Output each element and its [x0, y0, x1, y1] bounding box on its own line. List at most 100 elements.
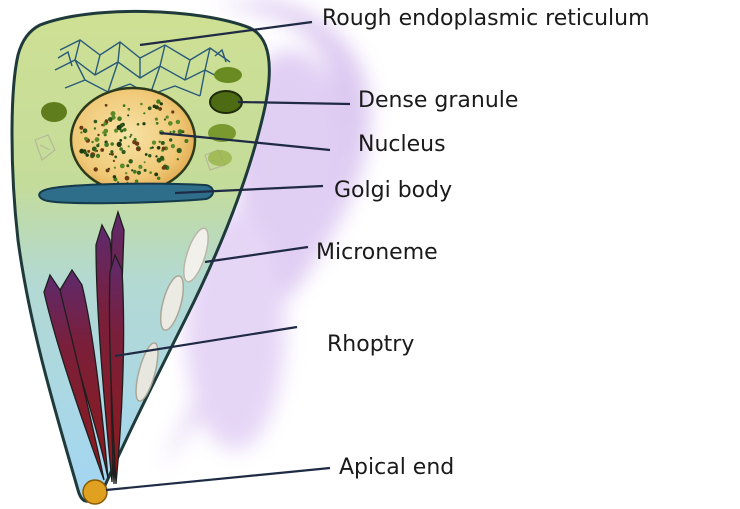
- chromatin-dot: [142, 122, 145, 125]
- chromatin-dot: [119, 147, 123, 151]
- chromatin-dot: [126, 164, 129, 167]
- chromatin-dot: [151, 146, 153, 148]
- chromatin-dot: [117, 125, 122, 130]
- chromatin-dot: [157, 177, 160, 180]
- label-microneme: Microneme: [316, 240, 438, 266]
- chromatin-dot: [106, 169, 110, 173]
- chromatin-dot: [101, 124, 103, 126]
- chromatin-dot: [166, 116, 169, 119]
- chromatin-dot: [79, 149, 84, 154]
- chromatin-dot: [127, 114, 129, 116]
- chromatin-dot: [95, 137, 100, 142]
- chromatin-dot: [96, 144, 99, 147]
- chromatin-dot: [168, 121, 173, 126]
- chromatin-dot: [114, 167, 116, 169]
- chromatin-dot: [111, 153, 114, 156]
- chromatin-dot: [120, 164, 125, 169]
- chromatin-dot: [84, 151, 87, 154]
- chromatin-dot: [152, 141, 156, 145]
- chromatin-dot: [155, 155, 157, 157]
- chromatin-dot: [94, 120, 98, 124]
- chromatin-dot: [164, 118, 166, 120]
- chromatin-dot: [122, 150, 126, 154]
- chromatin-dot: [110, 142, 114, 146]
- chromatin-dot: [162, 147, 165, 150]
- chromatin-dot: [128, 145, 130, 147]
- chromatin-dot: [80, 131, 82, 133]
- chromatin-dot: [133, 170, 137, 174]
- chromatin-dot: [171, 144, 175, 148]
- chromatin-dot: [109, 153, 111, 155]
- chromatin-dot: [137, 123, 140, 126]
- chromatin-dot: [100, 148, 104, 152]
- apical-end: [83, 480, 107, 504]
- label-apical-end: Apical end: [339, 455, 454, 481]
- chromatin-dot: [96, 154, 100, 158]
- chromatin-dot: [172, 130, 175, 133]
- chromatin-dot: [119, 139, 122, 142]
- chromatin-dot: [138, 165, 142, 169]
- chromatin-dot: [125, 176, 130, 181]
- chromatin-dot: [105, 104, 108, 107]
- chromatin-dot: [162, 166, 166, 170]
- chromatin-dot: [134, 138, 137, 141]
- chromatin-dot: [144, 169, 147, 172]
- chromatin-dot: [124, 136, 127, 139]
- chromatin-dot: [104, 143, 109, 148]
- chromatin-dot: [144, 161, 146, 163]
- chromatin-dot: [94, 127, 96, 129]
- chromatin-dot: [156, 122, 159, 125]
- label-rough-er: Rough endoplasmic reticulum: [322, 6, 650, 32]
- chromatin-dot: [157, 146, 161, 150]
- chromatin-dot: [155, 118, 158, 121]
- chromatin-dot: [105, 119, 108, 122]
- chromatin-dot: [87, 150, 90, 153]
- chromatin-dot: [145, 153, 148, 156]
- chromatin-dot: [114, 156, 117, 159]
- chromatin-dot: [161, 141, 165, 145]
- chromatin-dot: [108, 117, 113, 122]
- chromatin-dot: [149, 171, 152, 174]
- label-dense-granule: Dense granule: [358, 88, 518, 114]
- chromatin-dot: [90, 154, 94, 158]
- chromatin-dot: [184, 139, 188, 143]
- chromatin-dot: [111, 111, 116, 116]
- chromatin-dot: [140, 103, 143, 106]
- chromatin-dot: [97, 134, 99, 136]
- chromatin-dot: [125, 172, 127, 174]
- chromatin-dot: [169, 138, 172, 141]
- chromatin-dot: [177, 158, 179, 160]
- chromatin-dot: [79, 126, 83, 130]
- chromatin-dot: [155, 105, 159, 109]
- chromatin-dot: [160, 156, 164, 160]
- chromatin-dot: [159, 141, 161, 143]
- chromatin-dot: [171, 110, 174, 113]
- chromatin-dot: [154, 173, 158, 177]
- chromatin-dot: [104, 129, 109, 134]
- chromatin-dot: [113, 160, 115, 162]
- chromatin-dot: [182, 130, 185, 133]
- chromatin-dot: [123, 104, 126, 107]
- chromatin-dot: [129, 159, 133, 163]
- chromatin-dot: [117, 116, 122, 121]
- chromatin-dot: [113, 175, 116, 178]
- chromatin-dot: [176, 120, 180, 124]
- chromatin-dot: [137, 171, 141, 175]
- chromatin-dot: [131, 169, 133, 171]
- chromatin-dot: [127, 108, 130, 111]
- chromatin-dot: [137, 146, 139, 148]
- chromatin-dot: [84, 137, 88, 141]
- chromatin-dot: [143, 112, 145, 114]
- chromatin-dot: [123, 128, 127, 132]
- chromatin-dot: [135, 142, 139, 146]
- label-golgi-body: Golgi body: [334, 178, 452, 204]
- chromatin-dot: [148, 106, 152, 110]
- chromatin-dot: [94, 167, 98, 171]
- chromatin-dot: [160, 102, 163, 105]
- label-rhoptry: Rhoptry: [327, 332, 414, 358]
- chromatin-dot: [129, 136, 131, 138]
- chromatin-dot: [91, 141, 93, 143]
- label-nucleus: Nucleus: [358, 132, 446, 158]
- chromatin-dot: [117, 142, 122, 147]
